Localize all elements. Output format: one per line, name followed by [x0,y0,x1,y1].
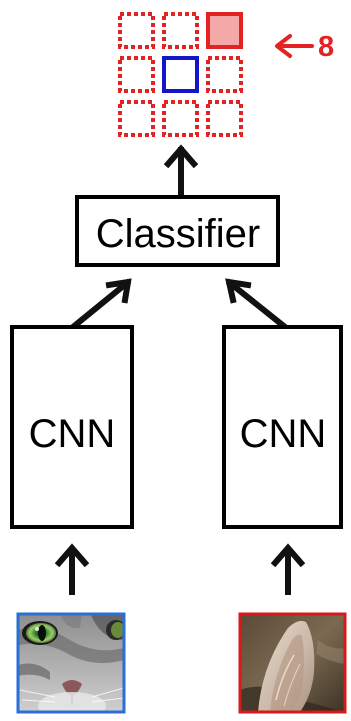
classifier-box: Classifier [75,195,280,267]
right-image-patch [238,612,347,714]
grid-cell [162,12,199,49]
left-cnn-box: CNN [10,325,134,529]
answer-number: 8 [318,31,334,63]
left-patch-border [16,612,126,714]
grid-cell [206,56,243,93]
right-cnn-label: CNN [240,412,327,456]
grid-cell [118,100,155,137]
right-cnn-box: CNN [222,325,343,529]
arrow-classifier-to-grid [163,144,199,196]
arrow-left-cnn-to-classifier [68,278,132,332]
answer-arrow-icon [275,34,314,58]
grid-cell [162,100,199,137]
grid-cell-query [162,56,199,93]
classifier-label: Classifier [96,212,260,256]
right-patch-border [238,612,347,714]
answer-indicator: 8 [275,31,334,63]
left-cnn-label: CNN [29,412,116,456]
grid-cell-answer [206,12,243,49]
grid-cell [206,100,243,137]
grid-cell [118,12,155,49]
arrow-right-cnn-to-classifier [225,278,290,332]
grid-cell [118,56,155,93]
arrow-left-patch-to-cnn [54,543,90,595]
position-grid [118,12,243,137]
left-image-patch [16,612,126,714]
arrow-right-patch-to-cnn [270,543,306,595]
